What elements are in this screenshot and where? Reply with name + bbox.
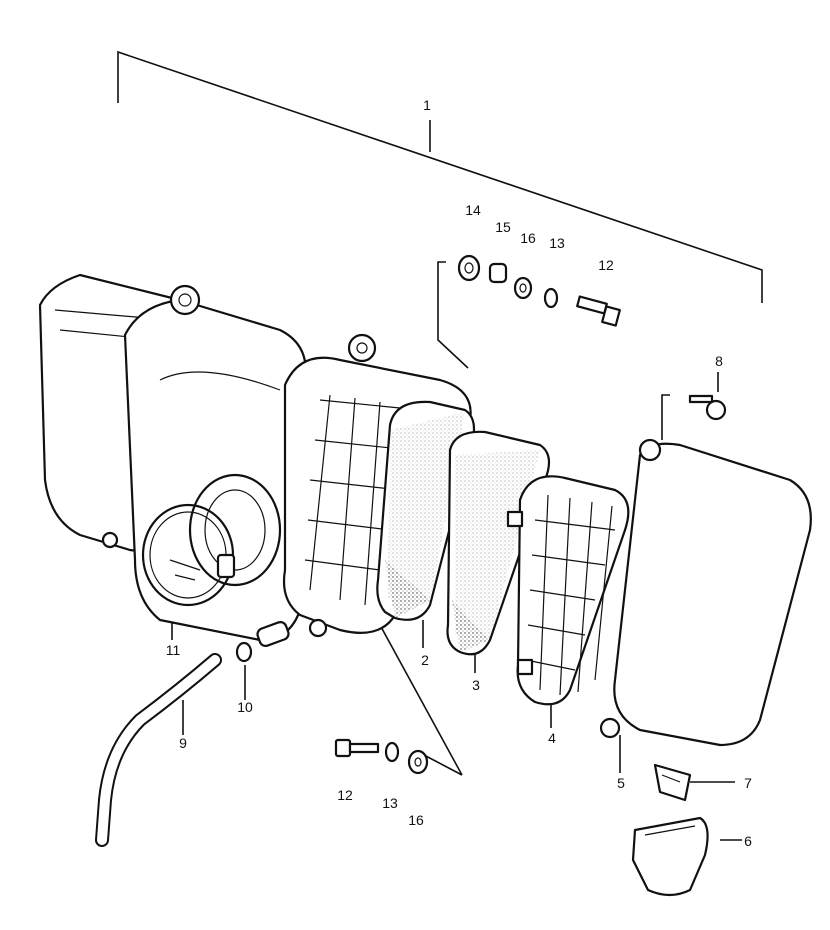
callout-4: 4 bbox=[548, 730, 556, 746]
callout-15: 15 bbox=[495, 219, 511, 235]
callout-1: 1 bbox=[423, 97, 431, 113]
callout-16a: 16 bbox=[520, 230, 536, 246]
filter-element-inner bbox=[446, 430, 551, 656]
clamp-ring bbox=[141, 503, 236, 607]
callout-8: 8 bbox=[715, 353, 723, 369]
callout-labels: 1 14 15 16 13 12 8 11 2 3 10 9 4 12 13 1… bbox=[166, 97, 752, 849]
callout-16b: 16 bbox=[408, 812, 424, 828]
callout-3: 3 bbox=[472, 677, 480, 693]
callout-10: 10 bbox=[237, 699, 253, 715]
callout-11: 11 bbox=[166, 642, 181, 658]
air-box-housing bbox=[123, 284, 307, 642]
callout-7: 7 bbox=[744, 775, 752, 791]
callout-13a: 13 bbox=[549, 235, 565, 251]
callout-6: 6 bbox=[744, 833, 752, 849]
drain-hose bbox=[95, 653, 222, 847]
callout-5: 5 bbox=[617, 775, 625, 791]
lower-fastener-set bbox=[334, 738, 429, 775]
callout-12a: 12 bbox=[598, 257, 614, 273]
callout-9: 9 bbox=[179, 735, 187, 751]
hose-clip bbox=[235, 621, 290, 663]
callout-13b: 13 bbox=[382, 795, 398, 811]
drain-cap bbox=[631, 816, 709, 897]
assembly-bracket bbox=[117, 50, 763, 303]
screw bbox=[688, 394, 727, 421]
callout-12b: 12 bbox=[337, 787, 353, 803]
outer-cover bbox=[599, 438, 812, 747]
spring-clip bbox=[653, 763, 692, 802]
callout-14: 14 bbox=[465, 202, 481, 218]
callout-2: 2 bbox=[421, 652, 429, 668]
upper-fastener-set bbox=[457, 254, 621, 327]
leader-lines bbox=[171, 261, 742, 841]
filter-grid-cage bbox=[506, 475, 630, 706]
